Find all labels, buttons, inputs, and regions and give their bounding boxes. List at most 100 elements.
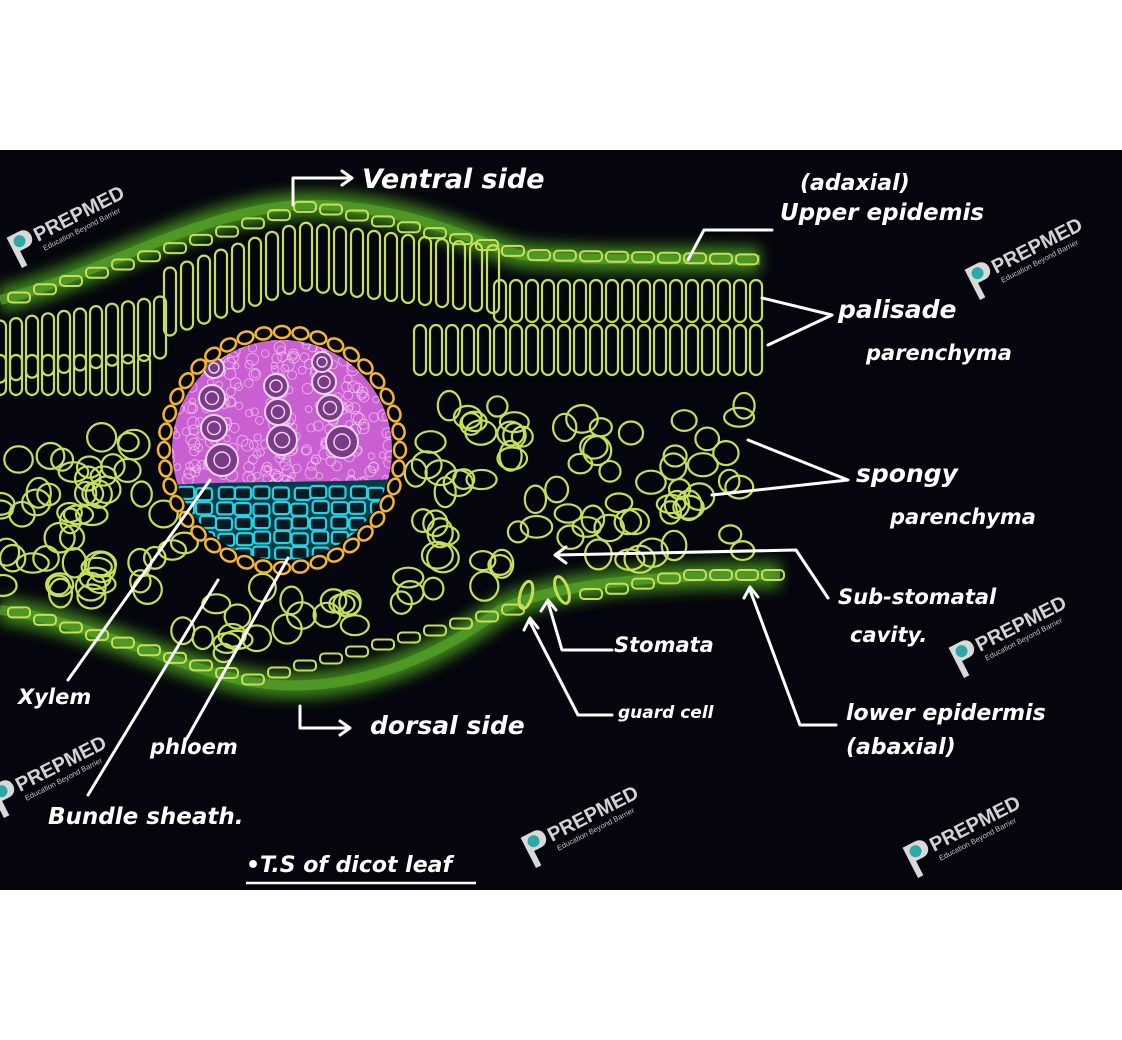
spongy-cell [73, 480, 98, 506]
bundle-sheath-cell [169, 494, 185, 513]
prepmed-logo-icon [964, 262, 991, 300]
bundle-sheath-cell [342, 346, 360, 363]
xylem-texture-cell [380, 359, 390, 369]
xylem-texture-cell [279, 458, 292, 471]
spongy-cell [414, 430, 447, 454]
prepmed-logo-icon [520, 830, 547, 868]
palisade-cell [120, 300, 136, 365]
spongy-cell [47, 577, 74, 609]
bundle-sheath-cell [309, 330, 328, 346]
spongy-cell [556, 524, 585, 550]
bundle-sheath-cell [204, 346, 222, 363]
palisade-cell [524, 278, 540, 324]
palisade-cell [434, 237, 450, 309]
palisade-cell [8, 353, 24, 397]
palisade-cell [732, 323, 748, 377]
xylem-texture-cell [178, 364, 187, 373]
xylem-texture-cell [189, 340, 202, 343]
palisade-cell [636, 278, 652, 324]
palisade-cell [417, 235, 433, 307]
xylem-vessel [311, 369, 337, 395]
palisade-cell [748, 323, 764, 377]
epidermis-cell [605, 582, 629, 595]
spongy-cell [426, 517, 454, 549]
lower-epidermis [0, 562, 785, 699]
epidermis-cell [371, 215, 395, 228]
phloem-cell [216, 501, 235, 516]
xylem-vessel [316, 394, 344, 422]
epidermis-cell [709, 569, 733, 581]
xylem-label: Xylem [16, 685, 91, 709]
xylem-texture-cell [186, 340, 195, 342]
bundle-sheath-cell [254, 559, 273, 574]
spongy-cell [623, 544, 656, 574]
phloem-cell [214, 517, 234, 532]
phloem-cell [330, 501, 349, 516]
xylem-vessel [266, 424, 298, 456]
xylem-texture-cell [347, 340, 357, 346]
epidermis-cell [423, 227, 447, 240]
spongy-cell [25, 476, 52, 509]
palisade-cell [247, 236, 263, 307]
phloem-cell [330, 515, 349, 530]
epidermis-cell [579, 250, 603, 263]
xylem-texture-cell [386, 374, 392, 387]
bundle-sheath-cell [190, 525, 207, 542]
spongy-label-2: parenchyma [889, 505, 1036, 529]
xylem-texture-cell [244, 409, 254, 418]
phloem-label: phloem [149, 735, 238, 759]
xylem-texture-cell [196, 340, 207, 345]
spongy-cell [76, 583, 107, 610]
xylem-texture-cell [343, 401, 354, 412]
xylem-texture-cell [172, 422, 176, 431]
palisade-cell [56, 309, 72, 374]
xylem-texture-cell [400, 364, 408, 372]
epidermis-cell [137, 250, 161, 263]
spongy-cell [464, 419, 498, 446]
xylem-texture-cell [172, 357, 181, 370]
spongy-cell [45, 572, 75, 598]
xylem-vessel [264, 398, 292, 426]
spongy-cell [433, 476, 457, 509]
xylem-texture-cell [248, 367, 262, 381]
palisade-cell [264, 230, 280, 301]
phloem-cell [235, 532, 254, 547]
spongy-cell [660, 529, 688, 562]
xylem-texture-cell [190, 340, 201, 349]
phloem-cell [199, 562, 215, 574]
xylem-texture-cell [393, 354, 402, 363]
spongy-cell [338, 589, 362, 616]
spongy-cell [662, 444, 688, 468]
palisade-cell [716, 323, 732, 377]
bundle-sheath-cell [178, 372, 195, 390]
xylem-texture-cell [340, 381, 352, 393]
spongy-cell [84, 479, 113, 509]
bundle-sheath-cell [369, 372, 386, 390]
epidermis-cell [241, 217, 265, 230]
palisade-cell [588, 323, 604, 377]
xylem-texture-cell [291, 463, 302, 474]
palisade-cells [0, 221, 764, 397]
palisade-cell [636, 323, 652, 377]
sub-stomatal-label-1: Sub-stomatal [838, 585, 997, 609]
xylem-texture-cell [223, 434, 231, 443]
bundle-sheath-cell [326, 337, 345, 353]
palisade-cell [556, 278, 572, 324]
epidermis-cell [683, 569, 707, 581]
palisade-label-2: parenchyma [865, 341, 1012, 365]
phloem-cell [347, 500, 367, 515]
spongy-cell [619, 507, 650, 536]
xylem-texture-cell [160, 377, 170, 387]
phloem-cell [274, 517, 293, 532]
xylem-texture-cell [280, 364, 290, 373]
xylem-vessel-lumen [273, 431, 291, 449]
spongy-cell [593, 513, 626, 543]
xylem-vessel [311, 351, 333, 373]
lower-epidermis-label-1: lower epidermis [846, 701, 1046, 726]
bundle-sheath-cell [158, 459, 173, 478]
xylem-texture-cell [254, 415, 264, 425]
spongy-cell [75, 455, 103, 479]
xylem-texture-cell [186, 354, 195, 363]
epidermis-cell [59, 621, 83, 634]
palisade-cell [412, 323, 428, 377]
